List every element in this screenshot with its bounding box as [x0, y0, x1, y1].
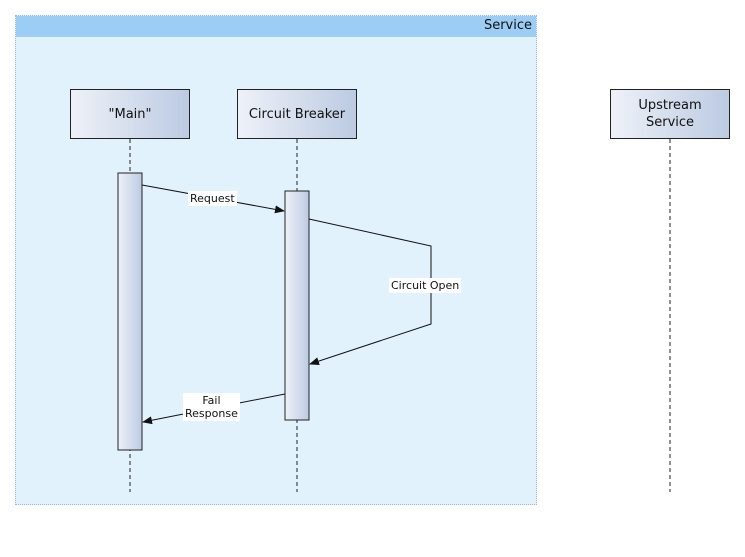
activation-main	[117, 172, 143, 451]
service-header: Service	[16, 16, 536, 37]
actor-upstream-label-line2: Service	[645, 115, 695, 130]
actor-circuit-breaker: Circuit Breaker	[237, 89, 357, 139]
actor-main-label: "Main"	[108, 106, 152, 122]
actor-main: "Main"	[70, 89, 190, 139]
fail-response-label-line2: Response	[185, 407, 238, 420]
activation-circuit-breaker	[284, 190, 310, 421]
actor-upstream-service: Upstream Service	[610, 89, 730, 139]
actor-circuit-breaker-label: Circuit Breaker	[248, 106, 346, 122]
actor-upstream-label-line1: Upstream	[638, 98, 702, 113]
fail-response-label: Fail Response	[183, 393, 240, 421]
request-label: Request	[188, 191, 237, 206]
circuit-open-label: Circuit Open	[389, 278, 462, 293]
service-title: Service	[483, 18, 532, 33]
fail-response-label-line1: Fail	[202, 394, 221, 407]
